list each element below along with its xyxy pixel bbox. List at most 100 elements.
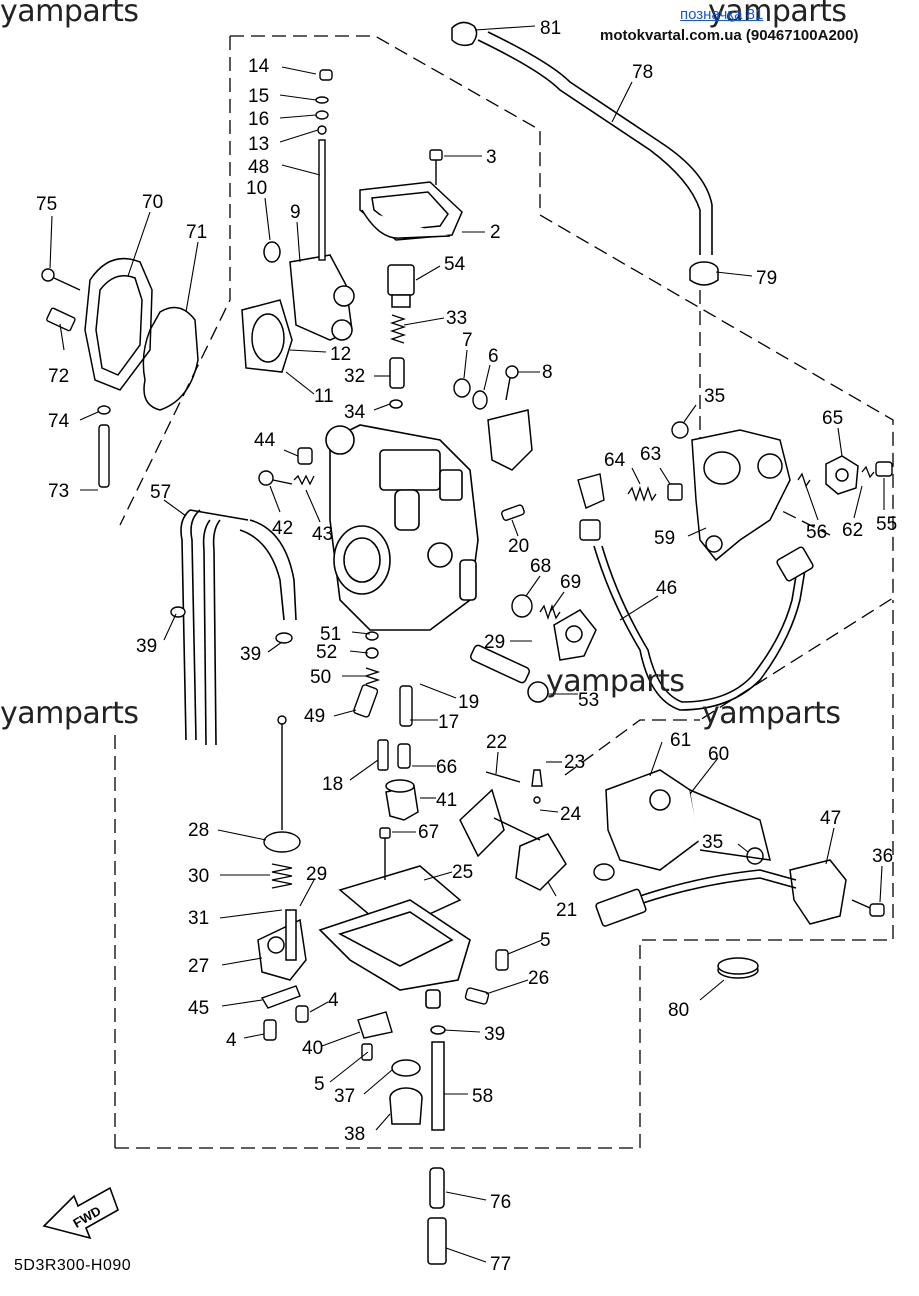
sensor-54	[387, 264, 415, 308]
clip-lower	[593, 863, 615, 881]
screw-67	[379, 827, 391, 880]
callout: 80	[668, 1000, 689, 1021]
assembly-boundary	[114, 35, 894, 1149]
spring-33	[389, 314, 407, 344]
clamp-81	[451, 21, 478, 47]
callout: 4	[328, 990, 339, 1011]
callout: 17	[438, 712, 459, 733]
callout: 33	[446, 308, 467, 329]
callout: 9	[290, 202, 301, 223]
clamp-79	[689, 261, 719, 286]
callout: 50	[310, 667, 331, 688]
callout: 53	[578, 690, 599, 711]
callout: 79	[756, 268, 777, 289]
oring-35-top	[671, 421, 689, 439]
screw-75	[41, 268, 81, 291]
callout: 81	[540, 18, 561, 39]
needle-23	[531, 769, 543, 804]
callout: 34	[344, 402, 366, 423]
sensor-bracket-60	[605, 769, 771, 871]
callout: 51	[320, 624, 341, 645]
watermark: yamparts	[546, 664, 685, 699]
part-marker-link[interactable]: позначка 81	[680, 6, 764, 23]
cap-55	[875, 461, 893, 477]
bracket-72	[46, 307, 76, 332]
callout: 29	[306, 864, 327, 885]
callout: 28	[188, 820, 209, 841]
callout: 69	[560, 572, 581, 593]
callout: 74	[48, 411, 70, 432]
watermark: yamparts	[0, 696, 139, 731]
spring-43	[293, 474, 315, 486]
callout: 66	[436, 757, 457, 778]
sensor-block-63	[577, 473, 683, 541]
washer-10	[263, 241, 281, 263]
callout: 52	[316, 642, 337, 663]
jets-center	[353, 631, 413, 771]
watermark: yamparts	[708, 0, 847, 29]
carburetor-body	[325, 424, 479, 631]
callout: 22	[486, 732, 507, 753]
drain-37-38	[389, 1059, 423, 1125]
callout: 38	[344, 1124, 365, 1145]
callout: 60	[708, 744, 729, 765]
callout: 36	[872, 846, 893, 867]
callout: 13	[248, 134, 269, 155]
callout: 11	[314, 386, 334, 407]
callout: 25	[452, 862, 473, 883]
callout: 46	[656, 578, 677, 599]
callout: 61	[670, 730, 691, 751]
callout: 63	[640, 444, 661, 465]
screw-36	[851, 899, 885, 917]
washer-6	[472, 390, 488, 410]
callout: 2	[490, 222, 501, 243]
fwd-arrow-icon: FWD	[42, 1186, 119, 1240]
callout: 42	[272, 518, 293, 539]
callout: 4	[226, 1030, 237, 1051]
callout: 30	[188, 866, 209, 887]
callout: 43	[312, 524, 333, 545]
pin-22	[485, 771, 521, 783]
pump-rod-28	[263, 715, 301, 853]
float-needle-41	[385, 779, 419, 821]
needle-48	[315, 69, 333, 261]
callout: 39	[484, 1024, 505, 1045]
hoses-57	[180, 509, 297, 746]
spring-30	[271, 863, 293, 889]
callout: 49	[304, 706, 325, 727]
callout: 23	[564, 752, 585, 773]
cover-4	[553, 609, 597, 661]
lever-bracket	[487, 409, 533, 471]
wire-46	[593, 545, 806, 711]
callout: 67	[418, 822, 439, 843]
callout: 19	[458, 692, 479, 713]
clips-39	[170, 606, 293, 644]
callout: 64	[604, 450, 626, 471]
callout: 37	[334, 1086, 355, 1107]
callout: 41	[436, 790, 457, 811]
wire-47	[639, 869, 797, 905]
callout: 10	[246, 178, 267, 199]
callout: 6	[488, 346, 499, 367]
callout: 62	[842, 520, 863, 541]
callout: 14	[248, 56, 270, 77]
watermark: yamparts	[0, 0, 139, 29]
callout: 59	[654, 528, 675, 549]
callout: 76	[490, 1192, 511, 1213]
washer-7	[453, 378, 471, 398]
callout: 75	[36, 194, 57, 215]
callout: 15	[248, 86, 269, 107]
callout: 39	[136, 636, 157, 657]
lever-45	[260, 985, 301, 1009]
screw-5-bowl	[495, 949, 509, 971]
nozzle-20	[501, 504, 525, 521]
callout: 7	[462, 330, 473, 351]
callout: 29	[484, 632, 505, 653]
callout: 8	[542, 362, 553, 383]
callout: 18	[322, 774, 343, 795]
pump-cover-27	[257, 909, 307, 981]
callout: 68	[530, 556, 551, 577]
screw-44	[297, 447, 313, 465]
screws-4	[263, 1005, 309, 1041]
